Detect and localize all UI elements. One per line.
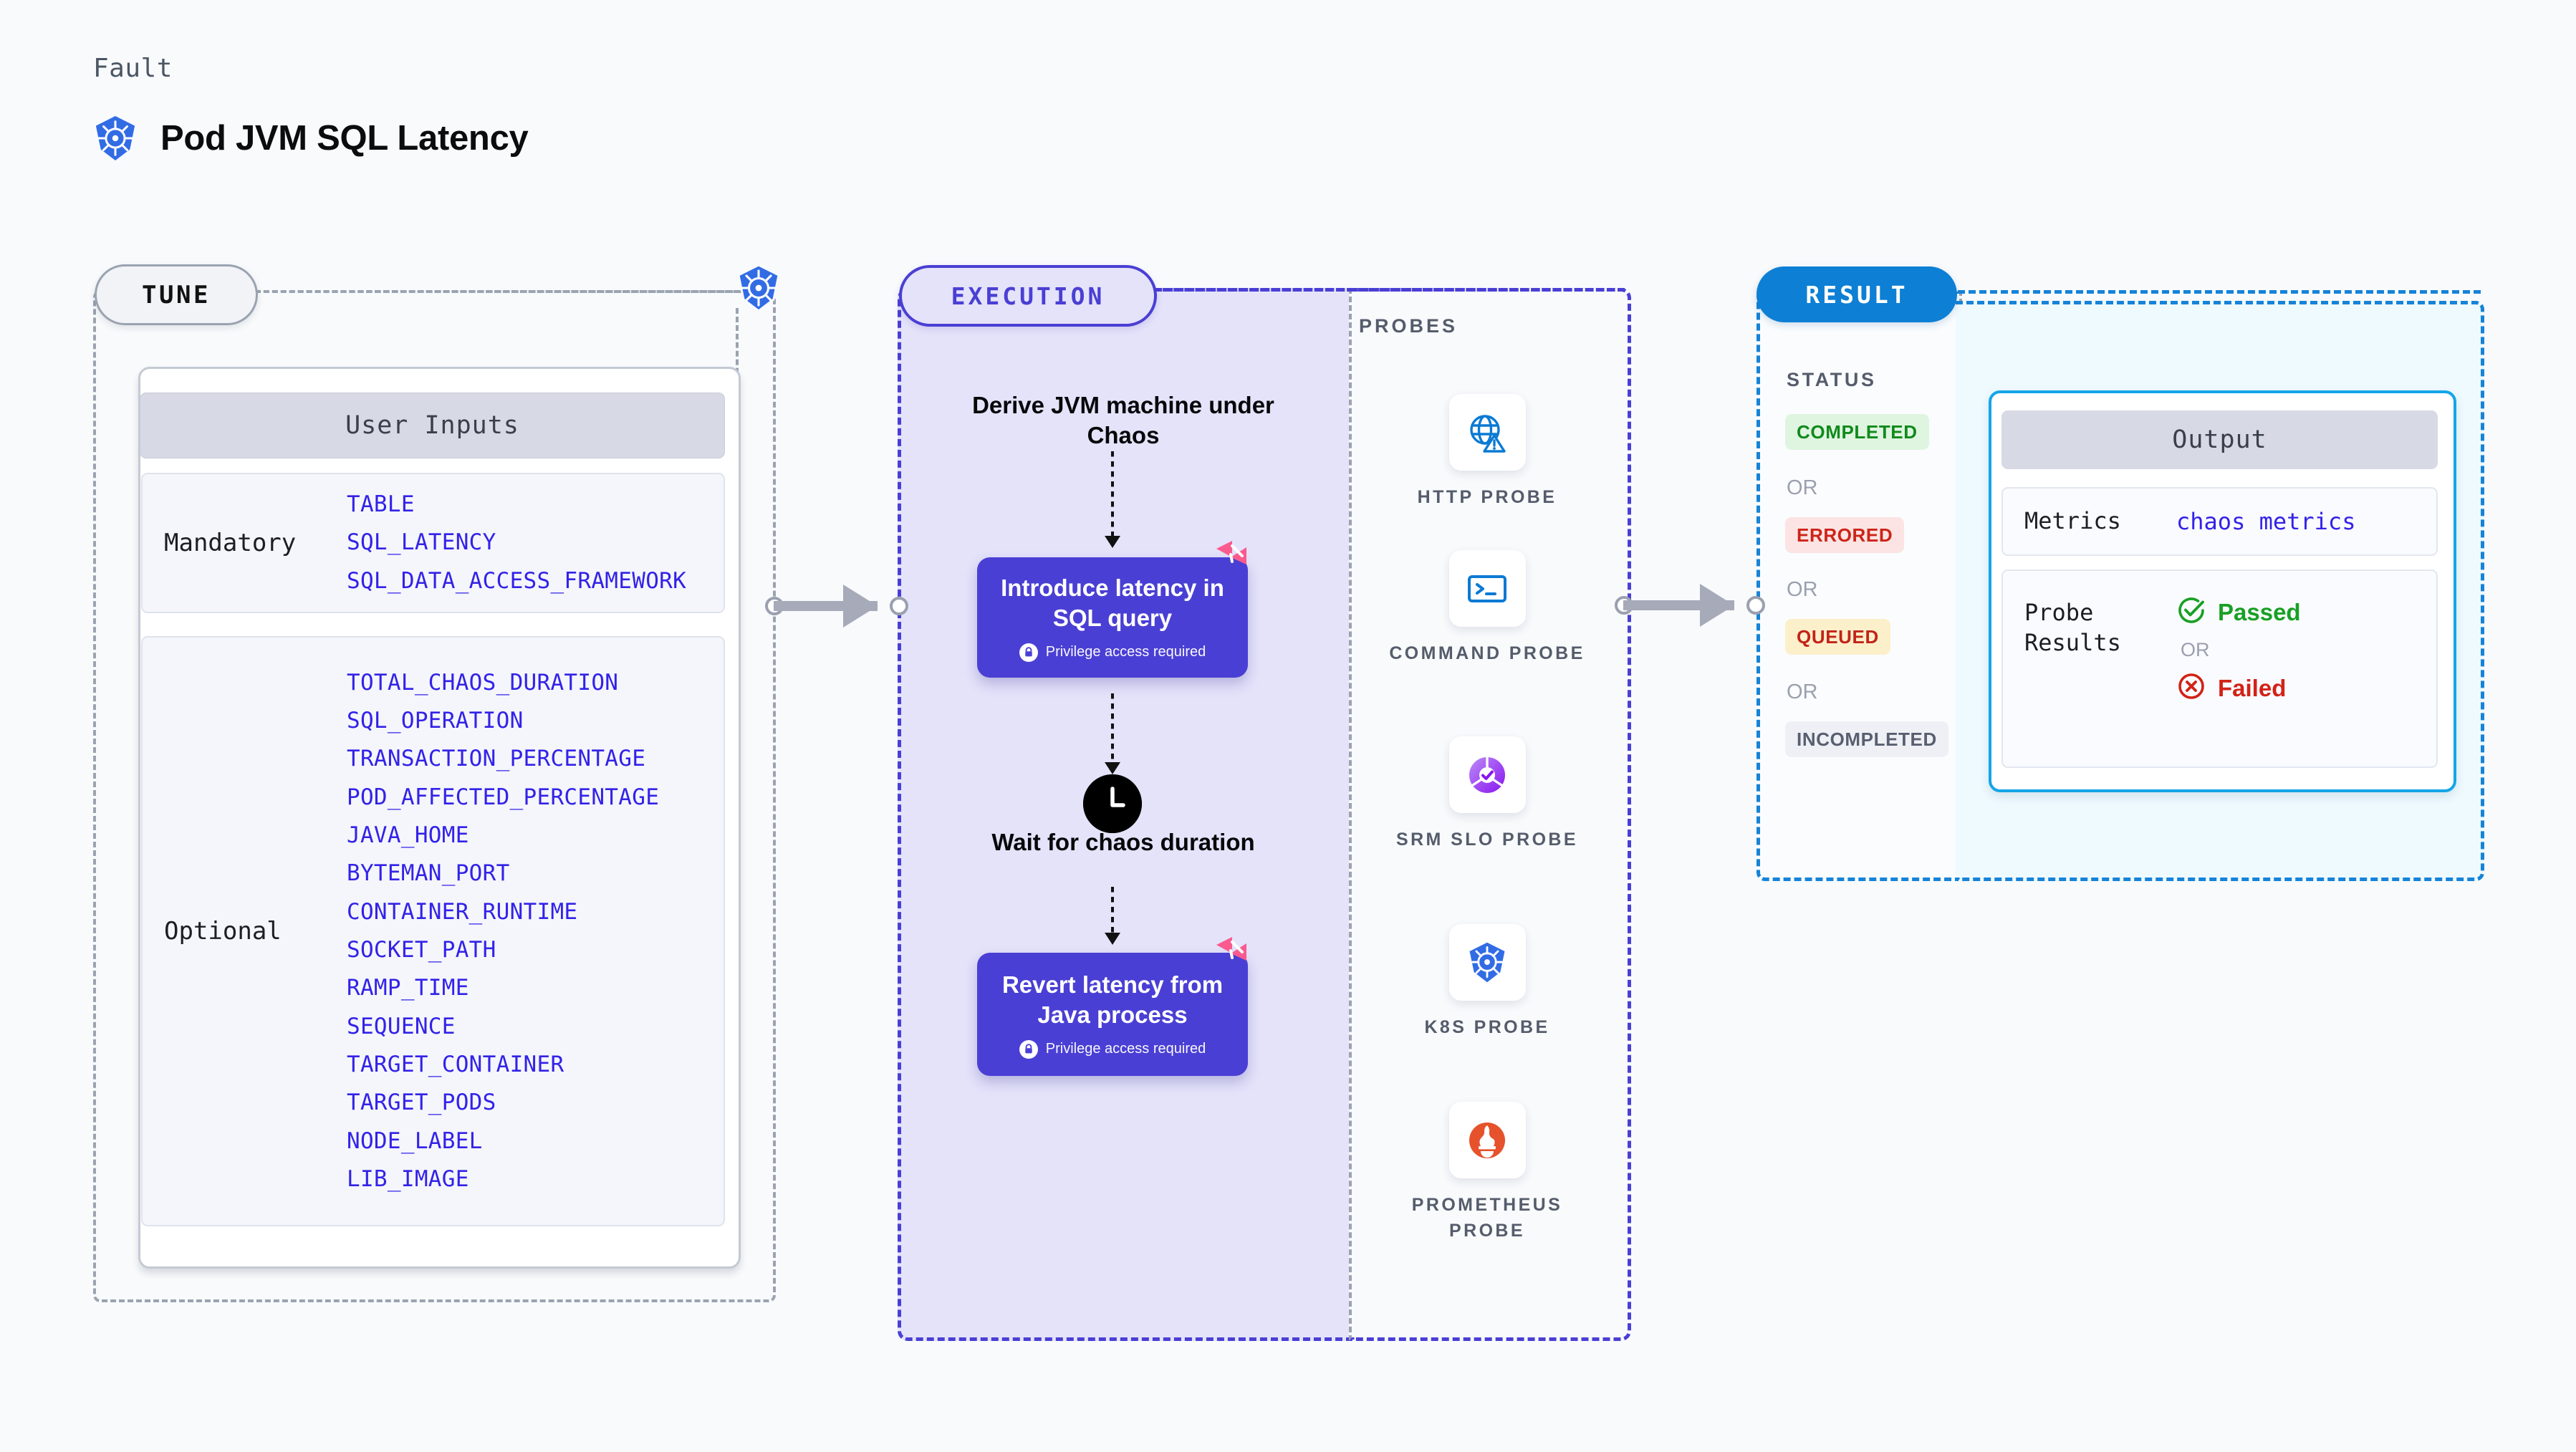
metrics-key: Metrics (2024, 507, 2121, 535)
privilege-note-row: Privilege access required (1019, 643, 1206, 662)
probe-result-or-text: OR (2181, 639, 2210, 660)
execution-step-2-box[interactable]: Introduce latency in SQL query Privilege… (977, 557, 1248, 678)
status-or-text: OR (1787, 476, 1818, 499)
probe-label: SRM SLO PROBE (1396, 830, 1578, 850)
probe-item-prometheus[interactable]: PROMETHEUS PROBE (1380, 1102, 1595, 1244)
optional-category-label: Optional (164, 917, 282, 946)
kubernetes-icon (1448, 924, 1526, 1001)
harness-logo-icon (1211, 539, 1251, 579)
result-section-pill[interactable]: RESULT (1756, 266, 1957, 322)
slo-donut-check-icon (1448, 736, 1526, 813)
probe-item-k8s[interactable]: K8S PROBE (1380, 924, 1595, 1040)
param-item[interactable]: SQL_OPERATION (347, 708, 524, 734)
result-leader-line (1958, 290, 2481, 294)
connector-end-dot (1746, 596, 1765, 615)
execution-connector-1 (1111, 451, 1114, 539)
execution-step-4-title: Revert latency from Java process (1001, 971, 1224, 1028)
probe-item-srm-slo[interactable]: SRM SLO PROBE (1380, 736, 1595, 852)
privilege-note-text: Privilege access required (1045, 1041, 1206, 1057)
output-title: Output (2001, 410, 2438, 469)
param-item[interactable]: TARGET_CONTAINER (347, 1051, 564, 1077)
prometheus-icon (1448, 1102, 1526, 1178)
kubernetes-icon (93, 115, 138, 162)
param-item[interactable]: JAVA_HOME (347, 822, 469, 849)
metrics-value[interactable]: chaos metrics (2176, 508, 2356, 535)
page-title: Pod JVM SQL Latency (160, 119, 529, 158)
probe-item-command[interactable]: COMMAND PROBE (1380, 550, 1595, 666)
probe-label: COMMAND PROBE (1389, 643, 1585, 663)
probe-item-http[interactable]: HTTP PROBE (1380, 394, 1595, 510)
param-item[interactable]: NODE_LABEL (347, 1128, 483, 1154)
param-item[interactable]: BYTEMAN_PORT (347, 860, 510, 887)
execution-step-1-text: Derive JVM machine under Chaos (972, 392, 1274, 449)
privilege-note-row: Privilege access required (1019, 1039, 1206, 1059)
x-circle-icon (2176, 671, 2206, 705)
passed-label: Passed (2218, 598, 2301, 625)
kubernetes-icon (736, 264, 782, 316)
mandatory-category-label: Mandatory (164, 529, 297, 557)
status-badge-incompleted: INCOMPLETED (1785, 721, 1948, 757)
user-inputs-title: User Inputs (140, 393, 725, 458)
execution-arrowhead-2 (1105, 762, 1120, 774)
status-or-text: OR (1787, 578, 1818, 601)
execution-leader-line (1152, 288, 1625, 292)
connector-arrowhead (1700, 584, 1734, 627)
execution-step-4-box[interactable]: Revert latency from Java process Privile… (977, 953, 1248, 1076)
privilege-note-text: Privilege access required (1045, 644, 1206, 660)
probes-section-label: PROBES (1359, 315, 1458, 337)
harness-logo-icon (1211, 935, 1251, 975)
terminal-icon (1448, 550, 1526, 627)
param-item[interactable]: SEQUENCE (347, 1013, 456, 1039)
param-item[interactable]: SQL_DATA_ACCESS_FRAMEWORK (347, 567, 687, 594)
fault-kicker-label: Fault (93, 54, 173, 83)
probe-label: PROMETHEUS PROBE (1411, 1195, 1563, 1241)
probe-result-failed: Failed (2176, 671, 2301, 705)
param-item[interactable]: TARGET_PODS (347, 1090, 496, 1116)
probe-label: HTTP PROBE (1417, 487, 1557, 507)
param-item[interactable]: POD_AFFECTED_PERCENTAGE (347, 784, 660, 810)
execution-section-pill[interactable]: EXECUTION (899, 265, 1157, 327)
status-badge-queued: QUEUED (1785, 619, 1890, 655)
page-title-row: Pod JVM SQL Latency (93, 115, 529, 162)
probe-results-key: Probe Results (2024, 599, 2121, 656)
tune-section-pill[interactable]: TUNE (95, 264, 258, 325)
execution-arrowhead-3 (1105, 933, 1120, 945)
optional-params-group: Optional TOTAL_CHAOS_DURATION SQL_OPERAT… (141, 636, 725, 1226)
param-item[interactable]: TRANSACTION_PERCENTAGE (347, 746, 646, 772)
lock-icon (1019, 1039, 1038, 1059)
globe-warning-icon (1448, 394, 1526, 471)
probe-label: K8S PROBE (1424, 1017, 1550, 1037)
param-item[interactable]: TABLE (347, 491, 415, 518)
probe-results-row: Probe Results Passed OR Failed (2001, 569, 2438, 768)
execution-connector-2 (1111, 693, 1114, 765)
connector-end-dot (890, 597, 908, 615)
param-item[interactable]: CONTAINER_RUNTIME (347, 898, 578, 925)
lock-icon (1019, 643, 1038, 662)
param-item[interactable]: SOCKET_PATH (347, 937, 496, 963)
connector-arrowhead (843, 585, 878, 628)
mandatory-params-list: TABLE SQL_LATENCY SQL_DATA_ACCESS_FRAMEW… (347, 486, 686, 600)
execution-step-3-text: Wait for chaos duration (991, 829, 1255, 855)
param-item[interactable]: TOTAL_CHAOS_DURATION (347, 669, 619, 696)
probe-result-passed: Passed (2176, 595, 2301, 629)
execution-arrowhead-1 (1105, 536, 1120, 548)
status-label: STATUS (1787, 369, 1877, 390)
result-region-boundary (1756, 290, 1962, 881)
execution-step-2-title: Introduce latency in SQL query (1001, 574, 1224, 631)
check-circle-icon (2176, 595, 2206, 629)
clock-icon (1083, 774, 1142, 833)
param-item[interactable]: RAMP_TIME (347, 975, 469, 1001)
param-item[interactable]: LIB_IMAGE (347, 1165, 469, 1192)
tune-leader-line (255, 290, 739, 293)
param-item[interactable]: SQL_LATENCY (347, 529, 496, 556)
failed-label: Failed (2218, 674, 2287, 701)
optional-params-list: TOTAL_CHAOS_DURATION SQL_OPERATION TRANS… (347, 664, 659, 1198)
metrics-row: Metrics chaos metrics (2001, 487, 2438, 556)
status-or-text: OR (1787, 681, 1818, 703)
status-badge-errored: ERRORED (1785, 517, 1905, 553)
status-badge-completed: COMPLETED (1785, 414, 1929, 450)
execution-connector-3 (1111, 887, 1114, 936)
mandatory-params-group: Mandatory TABLE SQL_LATENCY SQL_DATA_ACC… (141, 473, 725, 613)
